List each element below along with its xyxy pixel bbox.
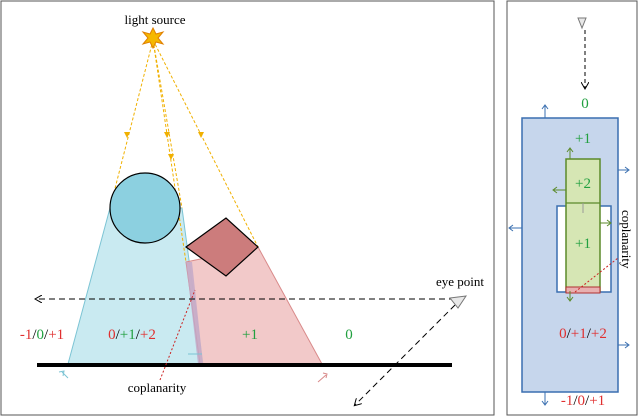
light-ray-arrows <box>124 132 204 160</box>
region-label-circle-shadow: 0/+1/+2 <box>108 327 156 343</box>
slab-bottom-label-part: / <box>585 393 590 409</box>
sun-icon <box>141 26 165 50</box>
slab-bottom-label-part: / <box>573 393 578 409</box>
region-label-part: / <box>116 327 121 343</box>
circle-occluder <box>109 172 181 244</box>
slab-mid-label-part: / <box>587 326 592 342</box>
region-label-part: +1 <box>120 327 136 343</box>
eye-ray-diagonal <box>355 304 456 405</box>
region-label-part: +2 <box>140 327 156 343</box>
slab-mid-label-part: +2 <box>591 326 607 342</box>
inner-normals <box>552 147 612 302</box>
slab-mid-label-part: 0 <box>559 326 567 342</box>
region-label-part: / <box>136 327 141 343</box>
slab-bottom-label-part: +1 <box>589 393 605 409</box>
slab-mid-label-part: +1 <box>571 326 587 342</box>
coplanarity-label: coplanarity <box>128 380 187 395</box>
slab-bottom-label-part: 0 <box>578 393 586 409</box>
inner-block <box>565 158 601 292</box>
region-label-outer-left: -1/0/+1 <box>20 327 64 343</box>
eye-icon-top <box>577 17 587 30</box>
slab-normals <box>508 104 630 406</box>
slab-bottom-label: -1/0/+1 <box>561 393 605 409</box>
eye-point-label: eye point <box>436 274 484 289</box>
region-label-part: 0 <box>108 327 116 343</box>
inner-label-3: +1 <box>575 236 591 252</box>
slab-top-label: 0 <box>581 96 589 112</box>
slab-mid-label: 0/+1/+2 <box>559 326 607 342</box>
light-rays <box>109 39 259 263</box>
overlap-sliver <box>186 262 203 364</box>
square-occluder <box>184 217 259 277</box>
eye-icon <box>449 295 468 309</box>
slab-mid-label-part: / <box>567 326 572 342</box>
region-label-part: -1 <box>20 327 33 343</box>
region-label-part: 0 <box>37 327 45 343</box>
coplanarity-pointer-right <box>574 257 619 293</box>
region-label-square-shadow: +1 <box>242 327 258 343</box>
coplanarity-label-right: coplanarity <box>619 210 634 269</box>
inner-label-1: +1 <box>575 131 591 147</box>
coplanar-face <box>565 286 601 294</box>
region-label-part: / <box>44 327 49 343</box>
region-label-part: +1 <box>242 327 258 343</box>
slab-bottom-label-part: -1 <box>561 393 574 409</box>
face-normals-left <box>58 353 328 383</box>
region-label-part: +1 <box>48 327 64 343</box>
inner-label-2: +2 <box>575 176 591 192</box>
coplanarity-pointer <box>159 289 196 381</box>
region-label-outer-right: 0 <box>345 327 353 343</box>
region-label-part: 0 <box>345 327 353 343</box>
light-source-label: light source <box>124 12 185 27</box>
region-label-part: / <box>32 327 37 343</box>
